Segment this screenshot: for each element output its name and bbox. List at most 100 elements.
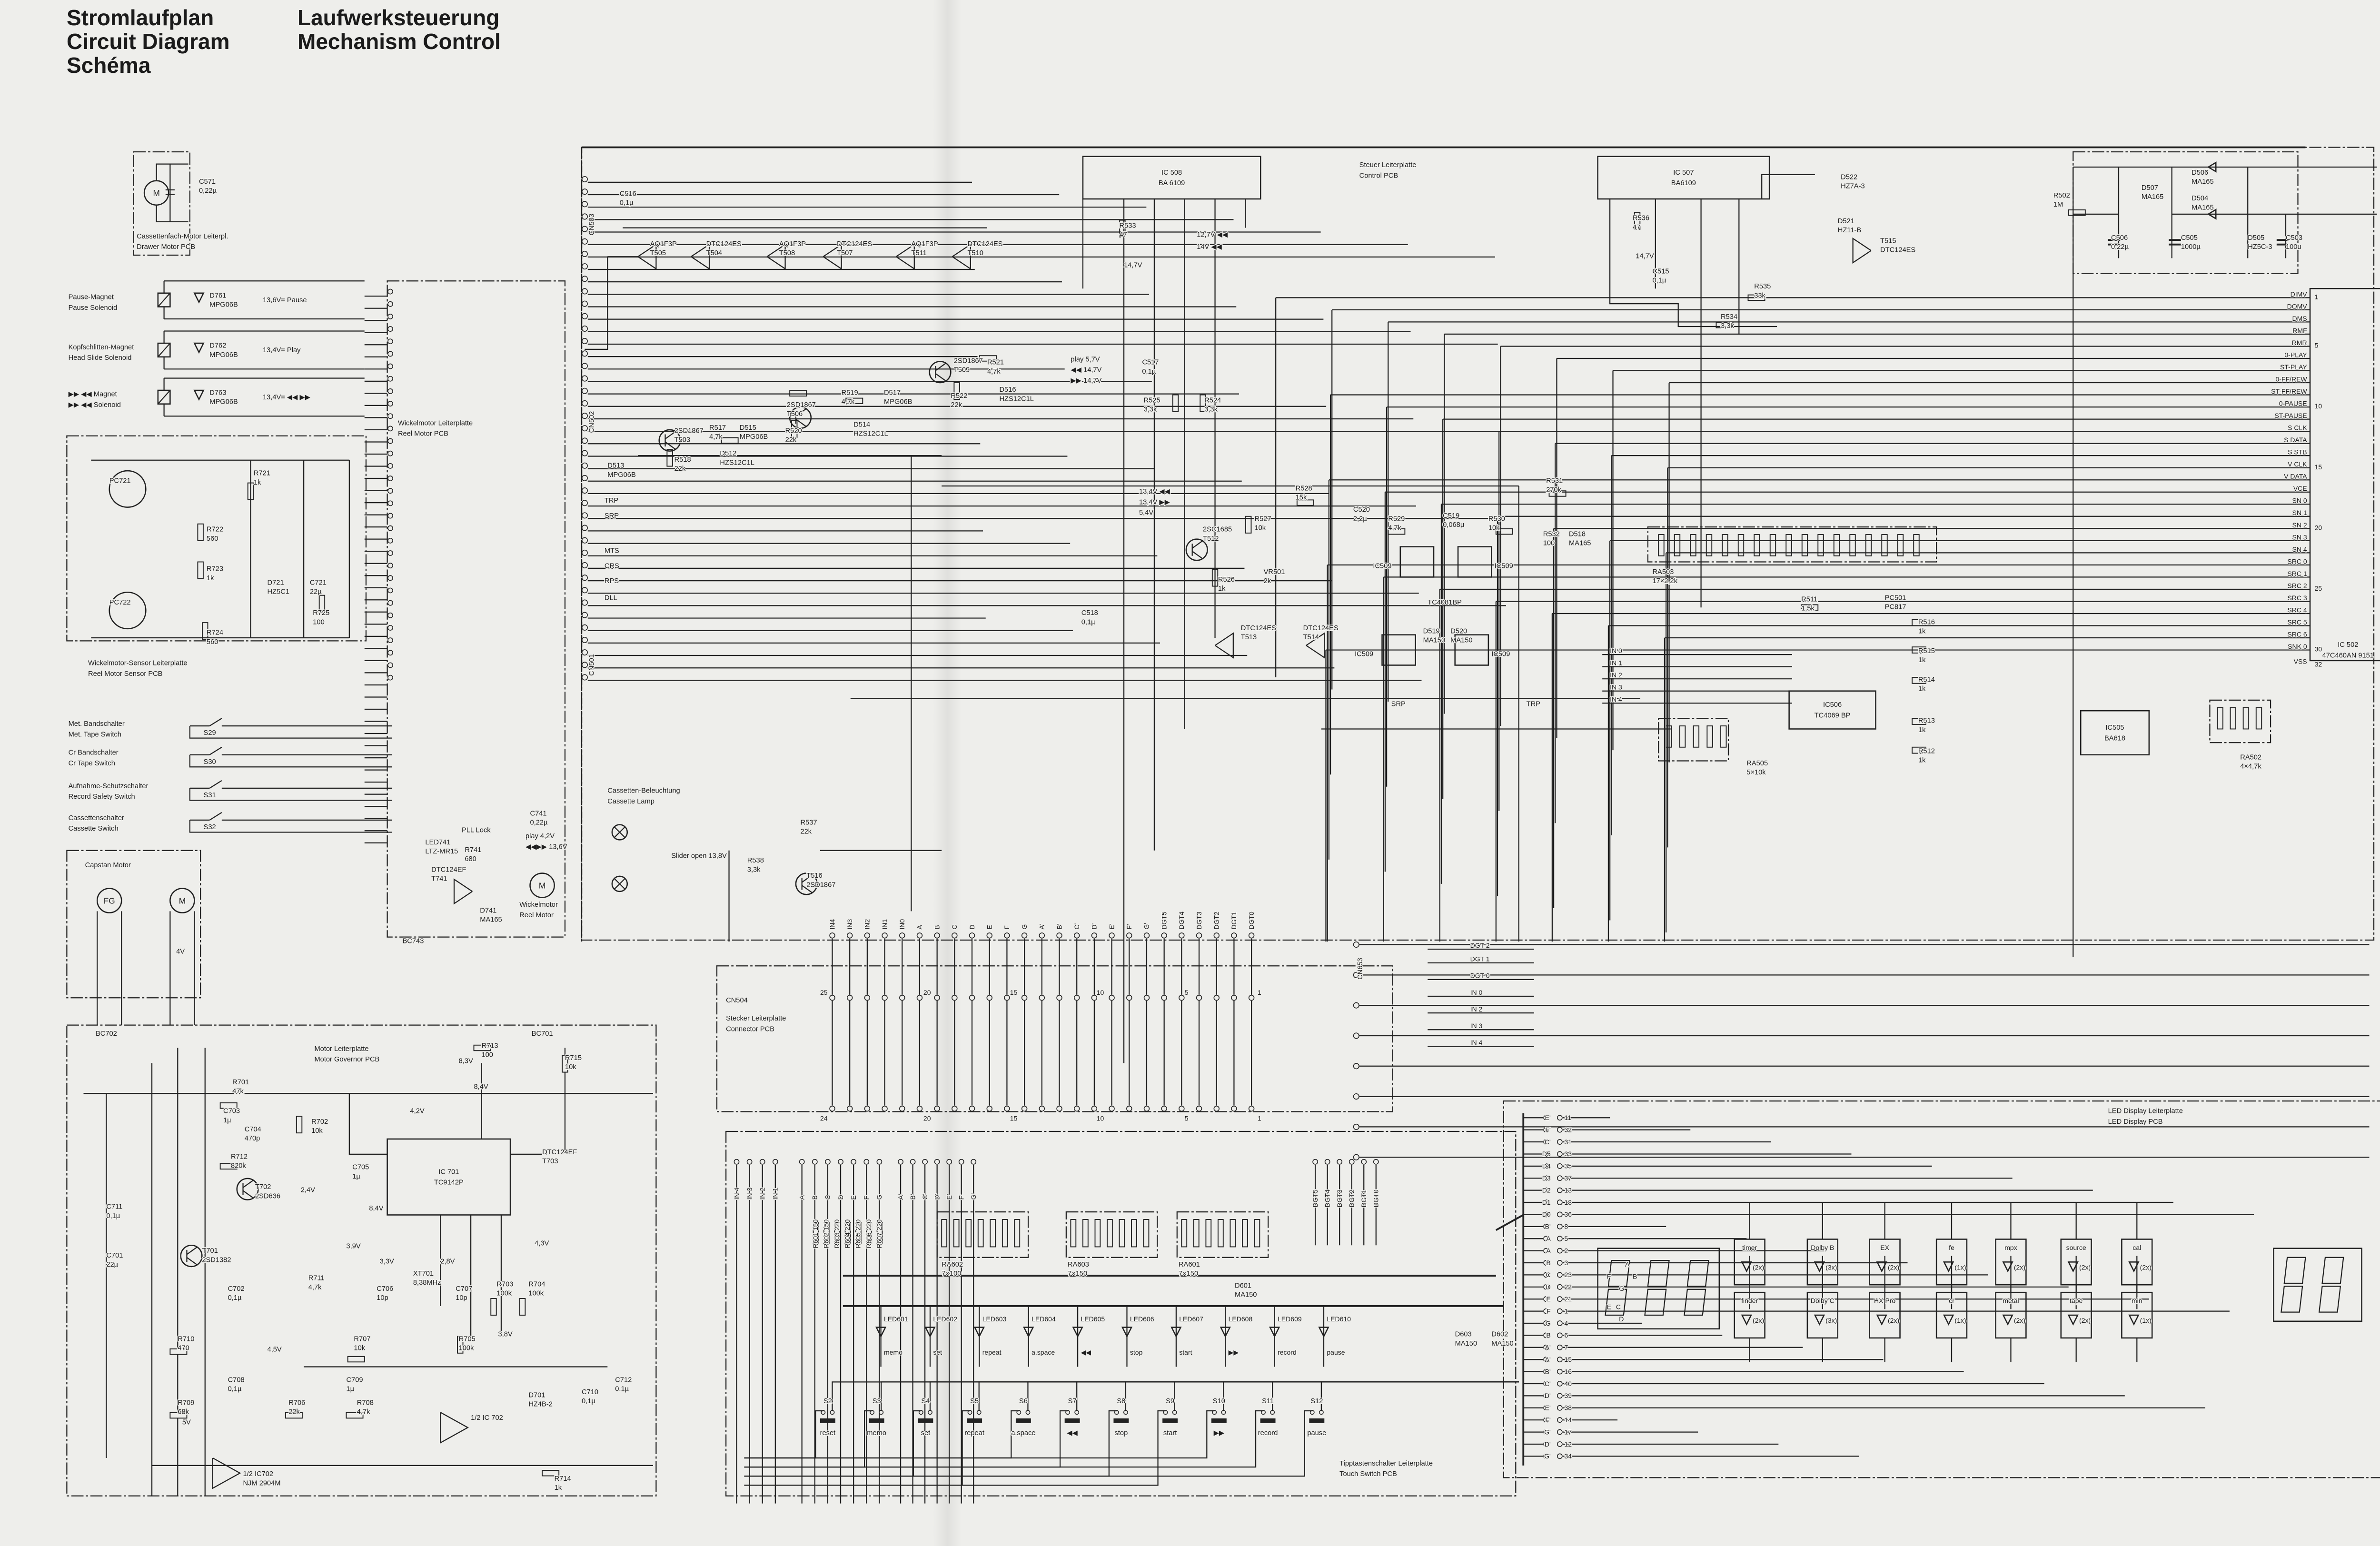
ic502-pin-label: 0-FF/REW: [2275, 375, 2307, 383]
led-ref: LED601: [884, 1315, 908, 1323]
connector-pin: [838, 1159, 843, 1165]
connector-pin: [1073, 932, 1080, 939]
touch-switch-ref: S11: [1262, 1397, 1274, 1405]
voltage-label: 8,4V: [474, 1083, 488, 1091]
touch-switch-pad[interactable]: [1309, 1418, 1325, 1423]
diode-ref: D763: [209, 389, 226, 397]
component-value: HZ7A-3: [1841, 183, 1865, 190]
connector-pin: [387, 438, 393, 444]
connector-pin: [581, 562, 588, 569]
connector-pin: [1353, 1093, 1359, 1100]
connector-top-label: DGT4: [1178, 912, 1185, 930]
connector-pin: [1557, 1139, 1563, 1145]
wire: [614, 826, 625, 838]
resistor-symbol: [318, 595, 326, 613]
connector-pin: [1543, 1211, 1549, 1218]
gate-ic-ref: IC509: [1373, 562, 1391, 570]
touch-switch-pad[interactable]: [1211, 1418, 1227, 1423]
component-value: T506: [787, 410, 803, 418]
wire: [1495, 1214, 1524, 1231]
led-icon: [1943, 1261, 1954, 1273]
in-label: IN 1: [1610, 659, 1622, 666]
connector-bottom-label: IN 3: [745, 1188, 753, 1200]
digit-label: DGT4: [1323, 1189, 1331, 1208]
component-ref: C712: [615, 1376, 632, 1384]
component-value: MPG06B: [607, 471, 635, 479]
component-ref: D518: [1569, 530, 1586, 538]
voltage-label: 14V ◀◀: [1197, 243, 1222, 251]
connector-pin: [1557, 1127, 1563, 1133]
led-pin-signal: D0: [1542, 1210, 1551, 1218]
connector-pin: [1543, 1127, 1549, 1133]
resistor-array-element: [1107, 1219, 1113, 1248]
touch-switch-pad[interactable]: [820, 1418, 835, 1423]
seven-segment-display-right: [2273, 1248, 2362, 1322]
resistor-array-element: [1706, 534, 1713, 556]
connector-pin: [971, 1159, 977, 1165]
component-value: 2SD1382: [202, 1256, 231, 1264]
resistor-array-element: [1094, 1219, 1101, 1248]
ic502-pin-label: 0-PAUSE: [2279, 400, 2307, 407]
component-ref: R513: [1918, 717, 1935, 725]
component-value: HZS12C1L: [999, 395, 1034, 403]
led-pin-number: 39: [1564, 1392, 1572, 1399]
touch-switch-pad[interactable]: [1113, 1418, 1129, 1423]
component-value: 2k: [1264, 577, 1271, 585]
component-value: 0,22µ: [530, 819, 548, 826]
led-function-label: ▶▶: [1229, 1348, 1239, 1356]
cn504-pin-number: 24: [820, 1115, 828, 1122]
bus-label: IN 4: [1470, 1039, 1483, 1046]
lamp-icon: [611, 875, 628, 892]
resistor-symbol: [562, 1055, 568, 1073]
ic-ref: IC506: [1823, 701, 1842, 709]
solenoid-label-de: Pause-Magnet: [69, 294, 114, 301]
touch-switch-pad[interactable]: [1260, 1418, 1276, 1423]
component-value: 1000µ: [2181, 243, 2201, 251]
ic502-pin-label: V CLK: [2288, 460, 2307, 468]
touch-switch-pad[interactable]: [1015, 1418, 1031, 1423]
connector-pin: [1248, 1105, 1255, 1112]
ic502-pin-number: 1: [2315, 293, 2319, 301]
connector-pin: [1557, 1453, 1563, 1459]
component-value: 1k: [1218, 585, 1226, 593]
title-block: Stromlaufplan Circuit Diagram Schéma: [67, 6, 230, 77]
connector-pin: [1312, 1159, 1319, 1165]
switch-label-en: Cassette Switch: [69, 825, 119, 832]
ic502-pin-label: S STB: [2288, 448, 2307, 456]
resistor-array-element: [1722, 534, 1728, 556]
connector-bottom-label: F': [957, 1194, 965, 1199]
touch-switch-label: repeat: [964, 1429, 984, 1437]
connector-pin: [1543, 1248, 1549, 1254]
connector-ref: CN503: [588, 214, 596, 236]
touch-switch-pad[interactable]: [967, 1418, 982, 1423]
touch-switch-pad[interactable]: [1064, 1418, 1080, 1423]
component-value: 22k: [785, 436, 797, 444]
component-value: 1k: [1918, 656, 1926, 664]
resistor-array-element: [1131, 1219, 1137, 1248]
component-value: 1M: [2053, 201, 2063, 208]
connector-pin: [1213, 994, 1220, 1001]
wire: [795, 418, 807, 427]
connector-pin: [1213, 932, 1220, 939]
connector-pin: [581, 575, 588, 581]
connector-pin: [846, 994, 853, 1001]
component-ref: C705: [352, 1164, 369, 1171]
component-ref: R723: [207, 565, 223, 573]
component-ref: D505: [2248, 234, 2264, 242]
led-pin-number: 4: [1564, 1319, 1568, 1327]
subtitle-german: Laufwerksteuerung: [298, 5, 500, 30]
component-value: 47: [1633, 224, 1640, 231]
connector-pin: [581, 375, 588, 382]
touch-switch-pad[interactable]: [869, 1418, 884, 1423]
component-value: T514: [1303, 634, 1319, 641]
component-ref: R712: [231, 1153, 248, 1160]
touch-switch-pad[interactable]: [918, 1418, 933, 1423]
component-ref: C707: [456, 1285, 472, 1293]
component-value: 15k: [1296, 494, 1307, 502]
switch-contact-icon: [209, 746, 222, 755]
switch-contact-icon: [209, 780, 222, 789]
ic502-pin-number: 25: [2315, 585, 2322, 592]
touch-switch-pad[interactable]: [1162, 1418, 1178, 1423]
ic502-pin-label: SRC 4: [2287, 606, 2307, 614]
bus-label: DGT 0: [1470, 972, 1490, 980]
